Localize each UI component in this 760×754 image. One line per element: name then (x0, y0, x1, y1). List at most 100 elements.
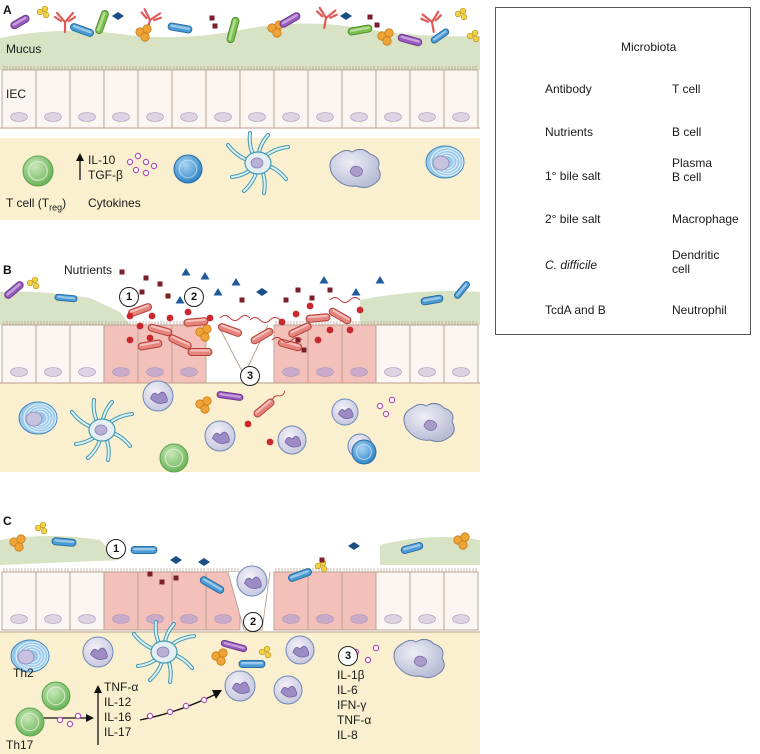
iec-label: IEC (6, 87, 27, 101)
rod-b2 (54, 293, 78, 303)
toxin-b0 (126, 312, 134, 320)
cytokine-c2 (372, 644, 380, 652)
cytokine-a2 (142, 158, 150, 166)
dendritic-b (70, 398, 134, 462)
bile2-c2 (198, 558, 210, 566)
rod-a5 (226, 16, 240, 44)
cdiff-b4 (218, 323, 242, 337)
cdiff-b9 (328, 307, 352, 325)
nutrient-a3 (367, 14, 373, 20)
legend-cdiff: C. difficile (545, 258, 598, 272)
rod-c7 (238, 660, 266, 668)
dendritic-c (132, 620, 196, 684)
step-1-c: 1 (106, 539, 126, 559)
nutrient-c4 (319, 557, 325, 563)
cytokine-th2 (74, 712, 82, 720)
toxin-b5 (206, 314, 214, 322)
neutrophil-b1 (142, 380, 174, 412)
coccus-b1 (195, 324, 212, 342)
arrowhead-th (86, 714, 94, 722)
bile1-b2 (213, 288, 223, 296)
dendritic-a (226, 131, 290, 195)
step-2-b: 2 (184, 287, 204, 307)
rod-c4 (199, 576, 225, 594)
toxin-b13 (356, 306, 364, 314)
coccus-c2 (453, 532, 470, 550)
neutrophil-c1 (236, 565, 268, 597)
toxin-b4 (184, 308, 192, 316)
cytokine-b2 (382, 410, 390, 418)
legend-microbiota: Microbiota (621, 40, 677, 54)
nutrient-a1 (209, 15, 215, 21)
bile1-b6 (351, 288, 361, 296)
legend-bile2: 2° bile salt (545, 212, 601, 226)
macrophage-c (393, 638, 445, 679)
bile2-a1 (112, 12, 124, 20)
nutrients-label-b: Nutrients (64, 263, 113, 277)
bile2-c1 (170, 556, 182, 564)
cytokines-label: Cytokines (88, 196, 141, 210)
cdiff-b2 (168, 334, 192, 350)
toxin-b10 (306, 302, 314, 310)
mucus-right-c (380, 536, 480, 565)
cdiff-b11 (250, 327, 274, 345)
legend-macrophage: Macrophage (672, 212, 739, 226)
rod-c2 (400, 542, 424, 554)
panel-label-c: C (3, 514, 12, 528)
cocci-a3 (466, 29, 480, 43)
neutrophil-c2 (224, 670, 256, 702)
nutrient-b11 (301, 347, 307, 353)
cdiff-b10 (187, 348, 213, 356)
rod-c5 (288, 568, 312, 582)
cytokine-b1 (388, 396, 396, 404)
neutrophil-b4 (331, 398, 359, 426)
toxin-b-lp2 (266, 438, 274, 446)
cytokine-a5 (150, 162, 158, 170)
bcell-a (173, 154, 203, 184)
cytokine-a1 (134, 152, 142, 160)
cocci-c3 (258, 645, 272, 659)
bile2-c3 (348, 542, 360, 550)
step-1-b: 1 (119, 287, 139, 307)
mucus-label: Mucus (6, 42, 42, 56)
arrowhead-il10 (76, 153, 84, 161)
cytokine-list-right: IL-1β IL-6 IFN-γ TNF-α IL-8 (337, 668, 372, 742)
toxin-b1 (136, 322, 144, 330)
legend-bcell: B cell (672, 125, 702, 139)
nutrient-c2 (159, 579, 165, 585)
bile2-a2 (340, 12, 352, 20)
il10-label: IL-10 (88, 153, 116, 167)
cytokine-recruit1 (166, 708, 174, 716)
legend-neutrophil: Neutrophil (672, 303, 727, 317)
coccus-a3 (377, 28, 394, 46)
cytokine-a3 (132, 166, 140, 174)
rod-b5 (216, 391, 244, 401)
rod-b3 (420, 294, 444, 306)
macrophage-b (403, 402, 455, 443)
cocci-a1 (36, 5, 50, 19)
antibody-a2 (140, 8, 163, 31)
plasma-c (10, 639, 50, 673)
legend-tcda: TcdA and B (545, 303, 606, 317)
rod-a6 (279, 12, 301, 28)
toxin-b7 (126, 336, 134, 344)
mucus-right-b (360, 291, 480, 325)
macrophage-a (329, 148, 381, 189)
cytokine-th1 (66, 720, 74, 728)
mucus-left-b (0, 291, 130, 325)
rod-b1 (4, 281, 24, 299)
toxin-b3 (166, 314, 174, 322)
neutrophil-c4 (273, 675, 303, 705)
tcell-th2 (41, 681, 71, 711)
panel-label-b: B (3, 263, 12, 277)
cocci-c1 (34, 521, 48, 535)
nutrient-b7 (295, 287, 301, 293)
cytokine-list-left: TNF-α IL-12 IL-16 IL-17 (104, 680, 139, 739)
bile1-b5 (319, 276, 329, 284)
rod-b4 (454, 281, 470, 299)
flagella-b1 (249, 317, 281, 323)
flagella-b0 (219, 315, 251, 321)
nutrient-b8 (309, 295, 315, 301)
bile1-b4 (175, 296, 185, 304)
cytokine-recruit3 (200, 696, 208, 704)
